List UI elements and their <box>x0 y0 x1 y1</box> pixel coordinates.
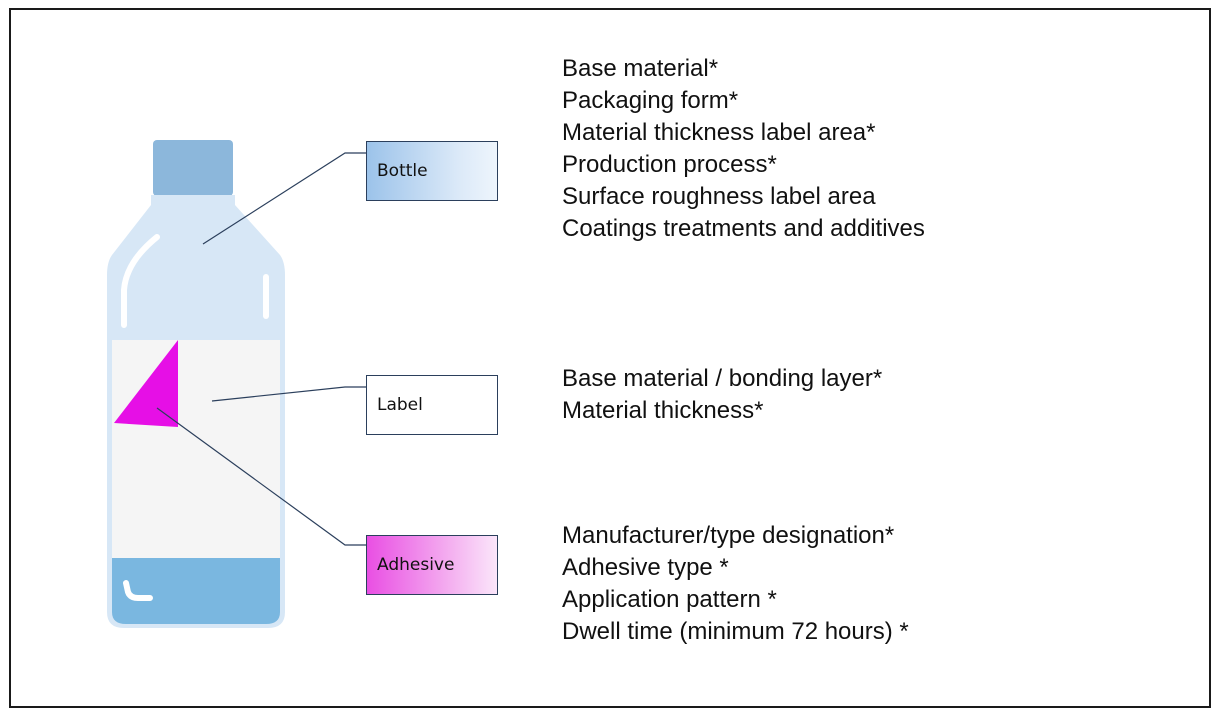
bottle-property: Material thickness label area* <box>562 119 876 146</box>
adhesive-triangle <box>114 340 178 427</box>
bottle-property: Production process* <box>562 151 777 178</box>
bottle-tag: Bottle <box>366 141 498 201</box>
bottle-tag-text: Bottle <box>377 161 428 181</box>
label-property: Base material / bonding layer* <box>562 365 883 392</box>
label-properties-list: Base material / bonding layer* Material … <box>562 363 882 427</box>
bottle-cap <box>153 140 233 196</box>
label-tag: Label <box>366 375 498 435</box>
bottle-properties-list: Base material* Packaging form* Material … <box>562 53 925 245</box>
adhesive-property: Adhesive type * <box>562 554 729 581</box>
leader-line-adhesive <box>156 407 366 546</box>
adhesive-tag: Adhesive <box>366 535 498 595</box>
adhesive-property: Manufacturer/type designation* <box>562 522 895 549</box>
adhesive-properties-list: Manufacturer/type designation* Adhesive … <box>562 520 909 648</box>
bottle-highlight-left <box>121 234 160 328</box>
leader-line-bottle <box>202 152 366 245</box>
bottle-property: Coatings treatments and additives <box>562 215 925 242</box>
bottle-property: Base material* <box>562 55 719 82</box>
bottle-illustration <box>107 140 366 628</box>
adhesive-property: Application pattern * <box>562 586 777 613</box>
leader-line-label <box>211 386 366 402</box>
bottle-property: Surface roughness label area <box>562 183 876 210</box>
bottle-label-area <box>112 340 280 558</box>
bottle-property: Packaging form* <box>562 87 739 114</box>
label-property: Material thickness* <box>562 397 764 424</box>
bottle-liquid <box>112 558 280 624</box>
bottle-highlight-bottom <box>123 580 153 601</box>
adhesive-property: Dwell time (minimum 72 hours) * <box>562 618 909 645</box>
adhesive-tag-text: Adhesive <box>377 555 455 575</box>
label-tag-text: Label <box>377 395 423 415</box>
